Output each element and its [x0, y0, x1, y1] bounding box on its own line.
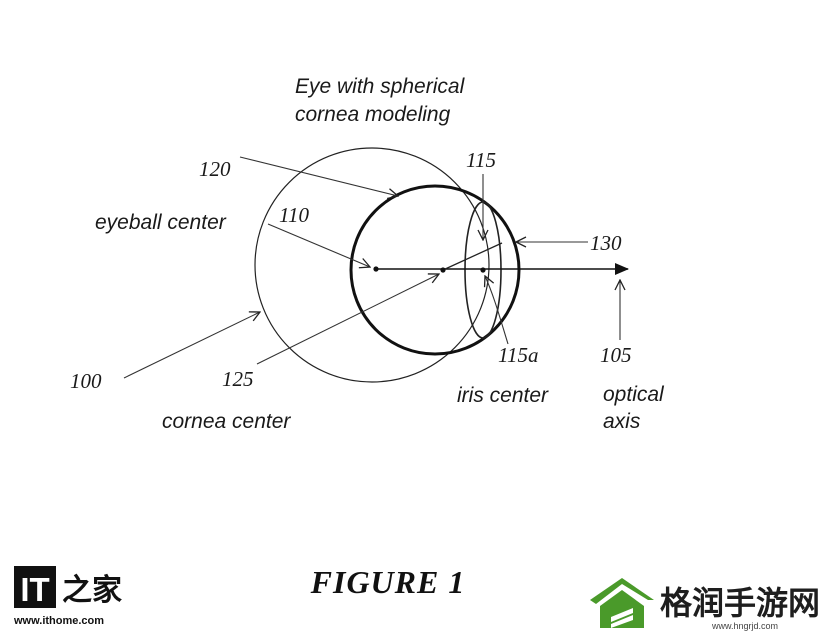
- ithome-url: www.ithome.com: [13, 615, 104, 627]
- ithome-watermark: IT 之家 www.ithome.com: [13, 566, 122, 627]
- ref-100: 100: [70, 369, 102, 393]
- leader-125: [256, 274, 439, 365]
- ref-115a: 115a: [498, 343, 538, 367]
- ref-125: 125: [222, 367, 254, 391]
- ref-115: 115: [466, 148, 496, 172]
- diagram-title-line1: Eye with spherical: [295, 75, 466, 98]
- eyeball-circle: [254, 147, 490, 383]
- leader-110: [267, 223, 370, 267]
- iris-center-point: [480, 267, 486, 273]
- ithome-chinese: 之家: [62, 573, 122, 608]
- label-optical-axis-line2: axis: [603, 410, 641, 433]
- ref-105: 105: [600, 343, 632, 367]
- label-iris-center: iris center: [457, 384, 549, 407]
- cornea-center-point: [440, 267, 446, 273]
- figure-caption: FIGURE 1: [310, 564, 466, 600]
- leader-100: [123, 312, 260, 379]
- house-logo-icon: [590, 578, 654, 628]
- label-optical-axis-line1: optical: [603, 383, 665, 406]
- label-eyeball-center: eyeball center: [95, 211, 227, 234]
- hngrjd-watermark: 格润手游网 www.hngrjd.com: [590, 578, 820, 631]
- leader-115a: [485, 276, 509, 345]
- cornea-slant-line: [442, 242, 503, 271]
- eyeball-center-point: [373, 266, 379, 272]
- leader-120: [239, 156, 398, 196]
- ithome-logo-text: IT: [20, 571, 49, 608]
- label-cornea-center: cornea center: [162, 410, 291, 433]
- diagram-title-line2: cornea modeling: [295, 103, 451, 126]
- hngrjd-url: www.hngrjd.com: [711, 621, 778, 631]
- ref-110: 110: [279, 203, 309, 227]
- cornea-sphere-circle: [349, 184, 521, 356]
- ref-130: 130: [590, 231, 622, 255]
- ithome-logo-box: [14, 566, 56, 608]
- ref-120: 120: [199, 157, 231, 181]
- hngrjd-chinese: 格润手游网: [660, 584, 820, 622]
